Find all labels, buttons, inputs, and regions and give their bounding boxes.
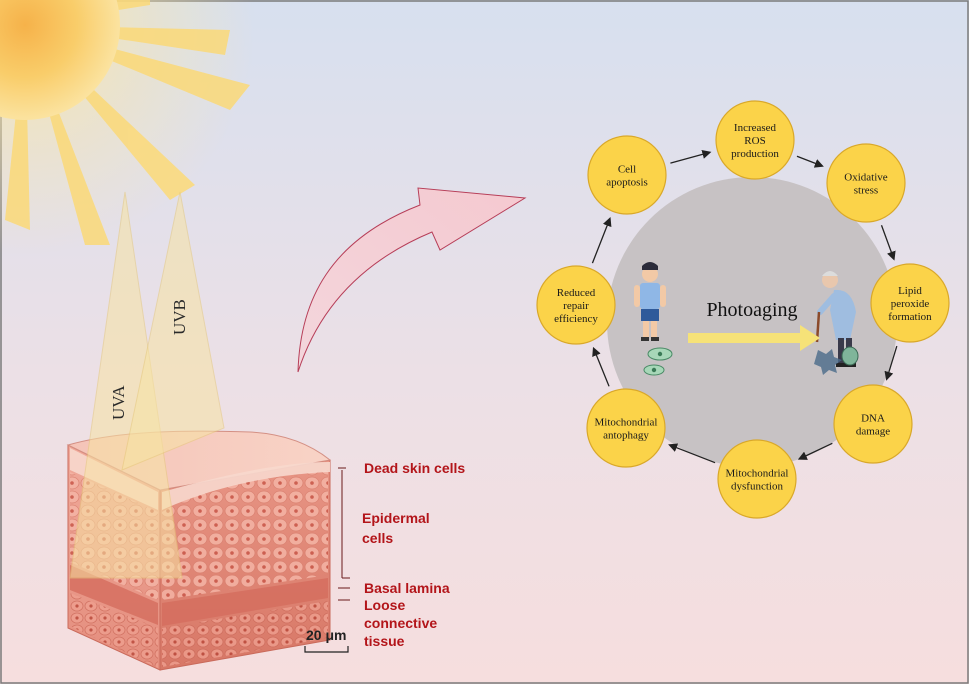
- cycle-node-label: Increased: [734, 122, 777, 134]
- cycle-node-label: apoptosis: [606, 177, 648, 189]
- cycle-node-label: Mitochondrial: [595, 417, 658, 429]
- cell-icons: [643, 346, 859, 376]
- cycle-node-label: stress: [854, 185, 878, 197]
- loose-tissue-label-line2: connective: [364, 615, 437, 631]
- cycle-node-label: Oxidative: [844, 172, 887, 184]
- cycle-arrow-mito-dysfunction: [668, 443, 716, 464]
- photoaging-cycle: PhotoagingIncreasedROSproductionOxidativ…: [536, 100, 950, 519]
- cycle-node-label: production: [731, 148, 779, 160]
- cycle-arrows: [591, 149, 898, 464]
- cycle-node-label: peroxide: [891, 298, 930, 310]
- dead-skin-cells-label: Dead skin cells: [364, 460, 465, 476]
- cycle-node-label: Mitochondrial: [726, 468, 789, 480]
- photoaging-arrow-head: [800, 325, 820, 351]
- cycle-node-label: efficiency: [554, 313, 598, 325]
- cycle-arrow-oxidative-stress: [880, 225, 896, 261]
- cycle-node-label: Cell: [618, 164, 636, 176]
- cycle-node-label: damage: [856, 426, 890, 438]
- sun-icon: [0, 0, 255, 255]
- cycle-arrow-cell-apoptosis: [670, 149, 712, 164]
- cycle-node-label: repair: [563, 300, 589, 312]
- uvb-label: UVB: [170, 299, 189, 335]
- cycle-node-label: formation: [888, 311, 932, 323]
- elderly-person-icon: [815, 271, 856, 367]
- photoaging-arrow-shaft: [688, 333, 802, 343]
- epidermal-label-line2: cells: [362, 530, 393, 546]
- cycle-node-label: Lipid: [898, 285, 922, 297]
- cycle-arrow-increased-ros: [796, 155, 824, 168]
- uva-label: UVA: [109, 385, 128, 420]
- uvb-beam: [121, 191, 225, 471]
- layer-brackets: [338, 467, 350, 601]
- basal-lamina-label: Basal lamina: [364, 580, 450, 596]
- young-person-icon: [634, 262, 666, 341]
- scale-bar: [304, 646, 349, 653]
- cycle-arrow-reduced-repair: [591, 217, 612, 264]
- loose-tissue-label-line3: tissue: [364, 633, 405, 649]
- cycle-node-label: ROS: [744, 135, 765, 147]
- epidermal-label-line1: Epidermal: [362, 510, 430, 526]
- cycle-node-label: DNA: [861, 413, 885, 425]
- cycle-arrow-dna-damage: [797, 442, 833, 460]
- cycle-arrow-lipid-peroxide: [884, 345, 898, 381]
- cycle-node-label: Reduced: [557, 287, 596, 299]
- cycle-arrow-mito-antophagy: [592, 346, 610, 387]
- curved-arrow: [297, 187, 527, 373]
- loose-tissue-label-line1: Loose: [364, 597, 405, 613]
- photoaging-center-disc: [607, 177, 897, 467]
- cycle-node-label: antophagy: [603, 430, 649, 442]
- cycle-node-label: dysfunction: [731, 481, 783, 493]
- photoaging-label: Photoaging: [706, 299, 797, 321]
- scale-bar-label: 20 μm: [306, 627, 346, 643]
